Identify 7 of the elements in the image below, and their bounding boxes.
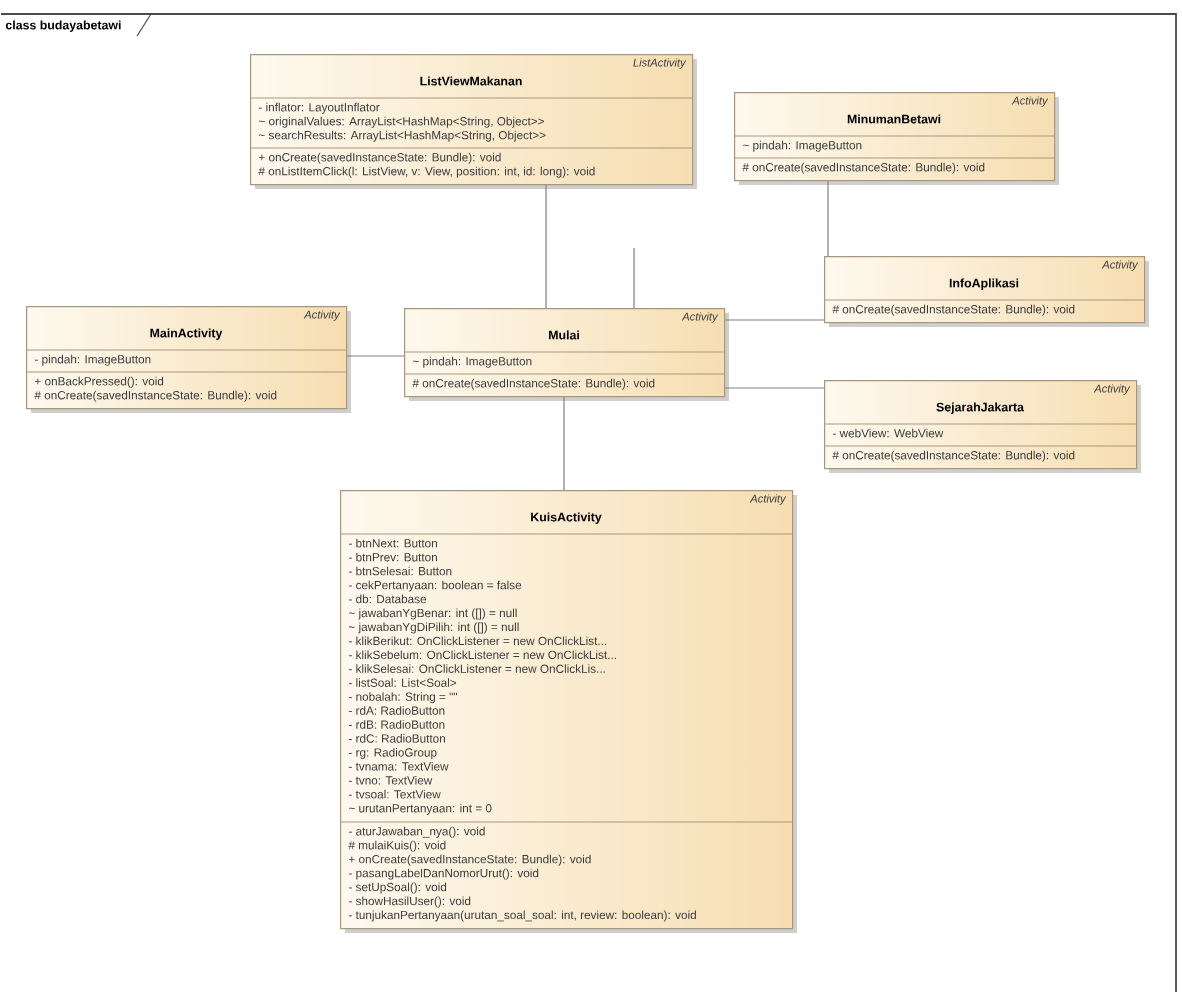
association-line	[724, 319, 825, 321]
association-line	[545, 184, 547, 309]
association-line	[633, 247, 635, 309]
association-line	[827, 180, 829, 257]
association-line	[724, 387, 825, 389]
association-line	[563, 396, 565, 491]
association-line	[346, 355, 405, 357]
